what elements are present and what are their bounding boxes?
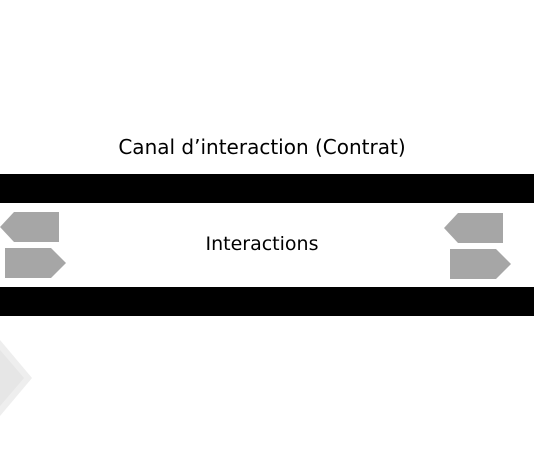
arrow-left-icon [444, 213, 503, 243]
arrow-right-icon [5, 248, 66, 278]
interactions-label: Interactions [205, 233, 319, 255]
faded-arrow-shape [0, 340, 32, 416]
channel-bottom-bar [0, 287, 534, 316]
channel-title: Canal d’interaction (Contrat) [118, 135, 406, 159]
channel-top-bar [0, 174, 534, 203]
arrow-right-icon [450, 249, 511, 279]
arrow-left-icon [0, 212, 59, 242]
